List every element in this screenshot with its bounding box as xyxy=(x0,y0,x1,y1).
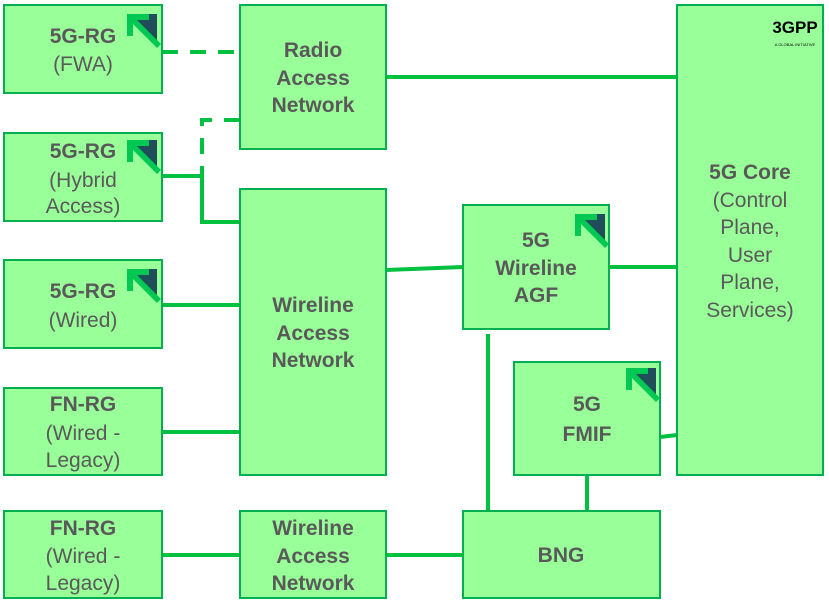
node-fn-rg-1-line3: Legacy) xyxy=(46,449,121,472)
node-5g-rg-hybrid: 5G-RG (Hybrid Access) xyxy=(3,132,163,222)
node-wireline-access-network-lower: Wireline Access Network xyxy=(239,510,387,599)
node-radio-access-network: Radio Access Network xyxy=(239,4,387,150)
node-core-line5: Plane, xyxy=(720,271,780,294)
node-bng-label: BNG xyxy=(538,544,585,567)
node-5g-rg-fwa-line1: 5G-RG xyxy=(50,25,117,48)
node-5g-wireline-agf: 5G Wireline AGF xyxy=(462,204,610,330)
node-agf-line1: 5G xyxy=(522,229,550,252)
node-wan-main-line2: Access xyxy=(276,322,350,345)
node-5g-rg-hybrid-line1: 5G-RG xyxy=(50,140,117,163)
node-5g-rg-wired-line2: (Wired) xyxy=(49,309,118,332)
node-fn-rg-2-line3: Legacy) xyxy=(46,572,121,595)
node-fn-rg-2: FN-RG (Wired - Legacy) xyxy=(3,510,163,599)
node-fmif-line1: 5G xyxy=(573,393,601,416)
node-fn-rg-1-line2: (Wired - xyxy=(46,422,121,445)
3gpp-logo: 3GPP A GLOBAL INITIATIVE xyxy=(772,18,817,47)
connections xyxy=(162,50,678,557)
node-wan-lower-line1: Wireline xyxy=(272,517,354,540)
node-core-line1: 5G Core xyxy=(709,161,791,184)
node-bng: BNG xyxy=(462,510,661,599)
node-ran-line1: Radio xyxy=(284,39,342,62)
node-wan-main-line3: Network xyxy=(272,349,355,372)
node-fmif-line2: FMIF xyxy=(563,423,612,446)
node-fn-rg-2-line2: (Wired - xyxy=(46,545,121,568)
node-5g-rg-wired-line1: 5G-RG xyxy=(50,280,117,303)
node-agf-line2: Wireline xyxy=(495,257,577,280)
node-ran-line3: Network xyxy=(272,94,355,117)
3gpp-logo-text: 3GPP xyxy=(772,18,817,37)
node-fn-rg-2-line1: FN-RG xyxy=(50,517,117,540)
node-fn-rg-1-line1: FN-RG xyxy=(50,393,117,416)
node-5g-rg-fwa: 5G-RG (FWA) xyxy=(3,4,163,94)
node-fn-rg-1: FN-RG (Wired - Legacy) xyxy=(3,387,163,476)
node-wan-lower-line3: Network xyxy=(272,572,355,595)
node-agf-line3: AGF xyxy=(514,284,559,307)
node-wan-lower-line2: Access xyxy=(276,545,350,568)
node-wireline-access-network-main: Wireline Access Network xyxy=(239,188,387,476)
node-5g-rg-wired: 5G-RG (Wired) xyxy=(3,259,163,349)
link-hybrid-ran xyxy=(200,118,240,178)
3gpp-logo-tagline: A GLOBAL INITIATIVE xyxy=(775,42,816,47)
node-core-line3: Plane, xyxy=(720,216,780,239)
node-wan-main-line1: Wireline xyxy=(272,294,354,317)
node-core-line4: User xyxy=(728,244,772,267)
node-5g-fmif: 5G FMIF xyxy=(513,361,661,476)
node-5g-rg-hybrid-line3: Access) xyxy=(46,195,121,218)
node-core-line2: (Control xyxy=(713,189,788,212)
link-hybrid-wan xyxy=(162,174,240,224)
node-ran-line2: Access xyxy=(276,67,350,90)
node-5g-rg-hybrid-line2: (Hybrid xyxy=(49,169,117,192)
node-5g-core: 5G Core (Control Plane, User Plane, Serv… xyxy=(676,4,824,476)
link-wan-agf xyxy=(385,265,464,272)
link-fmif-core xyxy=(659,433,678,439)
node-core-line6: Services) xyxy=(706,299,794,322)
node-5g-rg-fwa-line2: (FWA) xyxy=(53,53,113,76)
